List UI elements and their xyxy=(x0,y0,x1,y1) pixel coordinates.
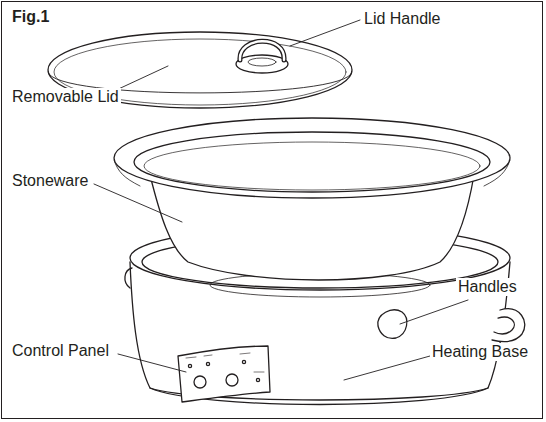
part-label: Removable Lid xyxy=(10,88,121,106)
leader-lines xyxy=(94,20,468,380)
part-label: Control Panel xyxy=(10,342,111,360)
part-label: Stoneware xyxy=(10,172,91,190)
leader-line xyxy=(290,20,360,46)
figure-title: Fig.1 xyxy=(12,8,49,26)
control-panel xyxy=(178,346,270,402)
part-label: Heating Base xyxy=(430,343,530,361)
part-label: Lid Handle xyxy=(362,10,443,28)
leader-line xyxy=(118,354,186,372)
leader-line xyxy=(344,356,430,380)
lid-handle xyxy=(236,41,288,73)
part-label: Handles xyxy=(456,278,519,296)
stoneware xyxy=(114,118,510,280)
leader-line xyxy=(94,184,182,222)
leader-line xyxy=(400,300,468,324)
